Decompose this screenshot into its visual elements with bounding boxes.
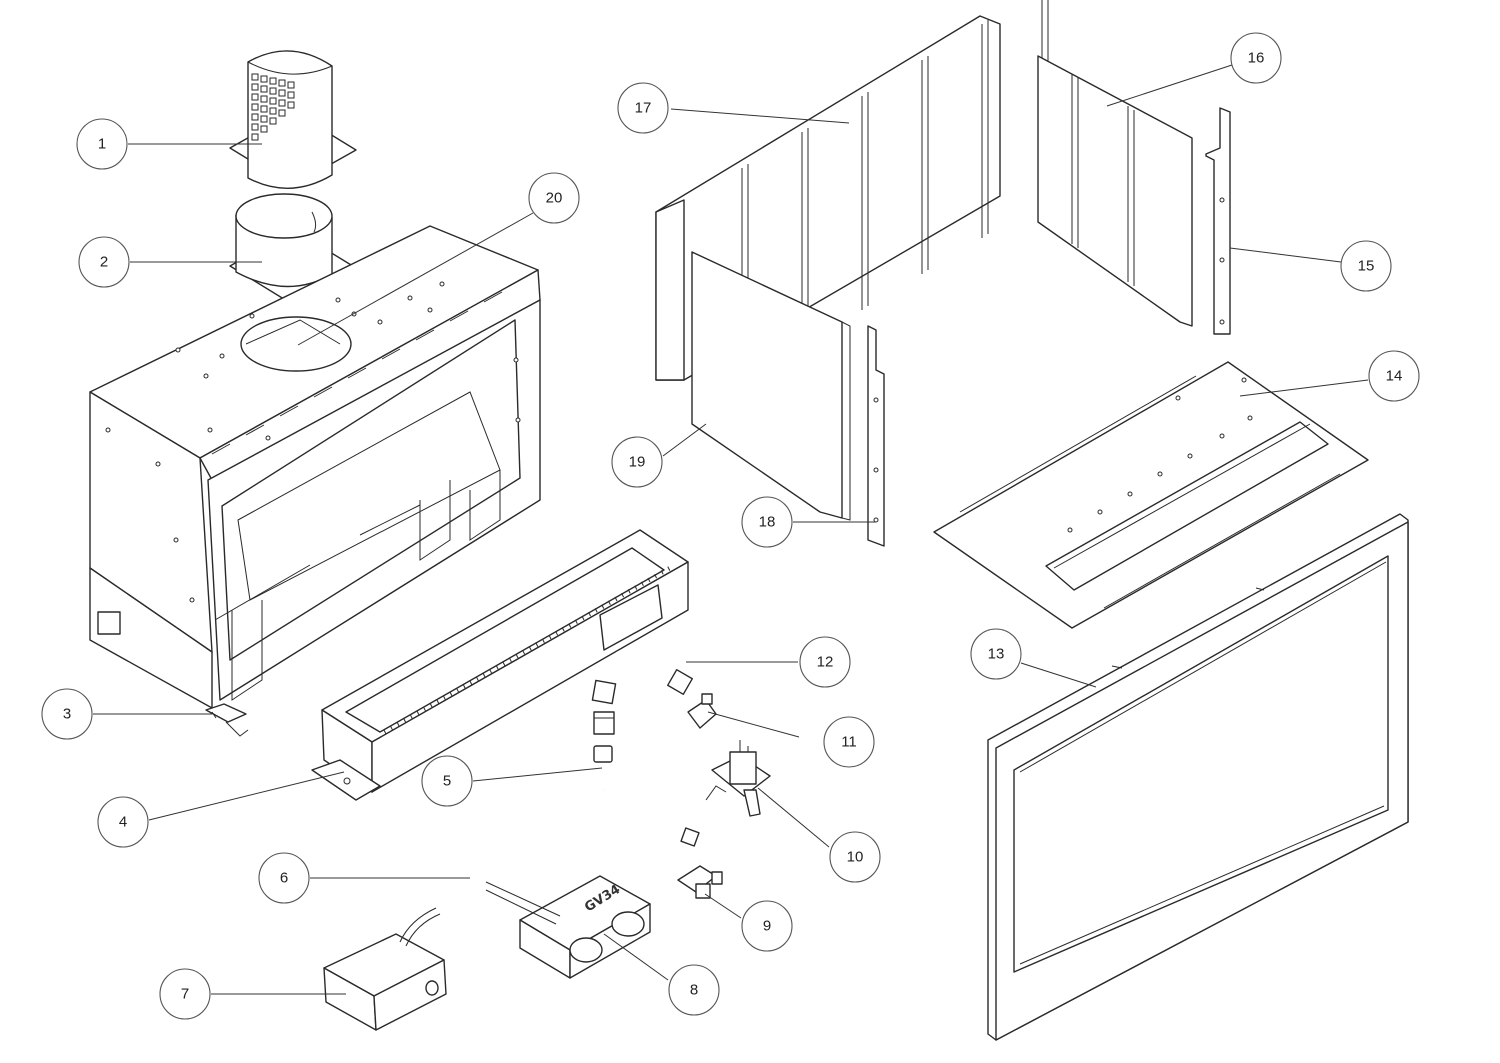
part-tee-fitting	[677, 865, 723, 899]
callout-number: 6	[280, 870, 288, 887]
callout-number: 19	[629, 454, 646, 471]
part-vent-cap	[229, 50, 357, 189]
part-clip	[205, 703, 249, 737]
leader-10	[757, 787, 830, 848]
callout-1: 1	[76, 118, 128, 170]
callout-number: 17	[635, 100, 652, 117]
leader-5	[472, 767, 603, 782]
callout-number: 18	[759, 514, 776, 531]
callout-11: 11	[823, 716, 875, 768]
callout-19: 19	[611, 436, 663, 488]
part-gas-valve: GV34	[485, 875, 651, 979]
callout-4: 4	[97, 796, 149, 848]
callout-number: 12	[817, 654, 834, 671]
callout-number: 9	[763, 918, 771, 935]
part-right-bracket	[1205, 107, 1231, 335]
part-gas-tubing	[468, 745, 711, 910]
part-top-baffle	[933, 361, 1369, 629]
callout-2: 2	[78, 236, 130, 288]
firebox-mounting-holes	[105, 281, 521, 603]
part-elbow	[687, 693, 717, 729]
leader-15	[1229, 247, 1342, 263]
leader-13	[1020, 662, 1097, 688]
callout-number: 16	[1248, 50, 1265, 67]
part-pilot-assembly	[705, 740, 771, 817]
leader-8	[603, 933, 669, 981]
leader-16	[1106, 64, 1233, 107]
callout-8: 8	[668, 964, 720, 1016]
callout-number: 20	[546, 190, 563, 207]
leader-11	[707, 711, 800, 738]
part-left-panel	[691, 251, 851, 521]
callout-15: 15	[1340, 240, 1392, 292]
callout-number: 1	[98, 136, 106, 153]
callout-number: 15	[1358, 258, 1375, 275]
leader-20	[297, 212, 534, 346]
leader-17	[670, 108, 850, 124]
callout-9: 9	[741, 900, 793, 952]
part-left-bracket	[867, 325, 885, 547]
callout-number: 8	[690, 982, 698, 999]
callout-17: 17	[617, 82, 669, 134]
callout-13: 13	[970, 628, 1022, 680]
leader-14	[1239, 379, 1369, 397]
baffle-holes	[1067, 377, 1253, 533]
callout-number: 14	[1386, 368, 1403, 385]
callout-16: 16	[1230, 32, 1282, 84]
callout-14: 14	[1368, 350, 1420, 402]
part-right-panel	[1037, 55, 1193, 327]
part-firebox-body	[89, 225, 541, 709]
callout-10: 10	[829, 831, 881, 883]
callout-20: 20	[528, 172, 580, 224]
firebox-top-slots	[211, 291, 503, 455]
leader-lines	[93, 64, 1369, 995]
callout-number: 2	[100, 254, 108, 271]
callout-5: 5	[421, 755, 473, 807]
leader-19	[662, 423, 707, 457]
part-burner-tray	[311, 529, 689, 801]
callout-number: 10	[847, 849, 864, 866]
callout-7: 7	[159, 968, 211, 1020]
burner-port-holes	[383, 566, 671, 735]
part-glass-frame	[987, 513, 1409, 1041]
part-fitting	[593, 711, 615, 735]
callout-12: 12	[799, 636, 851, 688]
leader-4	[148, 771, 345, 821]
callout-number: 11	[841, 734, 857, 751]
callout-6: 6	[258, 852, 310, 904]
callout-number: 7	[181, 986, 189, 1003]
part-control-box	[323, 907, 447, 1031]
leader-9	[704, 893, 742, 919]
vent-cap-grille	[251, 73, 295, 141]
callout-3: 3	[41, 688, 93, 740]
callout-number: 3	[63, 706, 71, 723]
callout-number: 13	[988, 646, 1005, 663]
callout-18: 18	[741, 496, 793, 548]
callout-number: 4	[119, 814, 127, 831]
part-flex-line	[591, 649, 693, 705]
callout-number: 5	[443, 773, 451, 790]
